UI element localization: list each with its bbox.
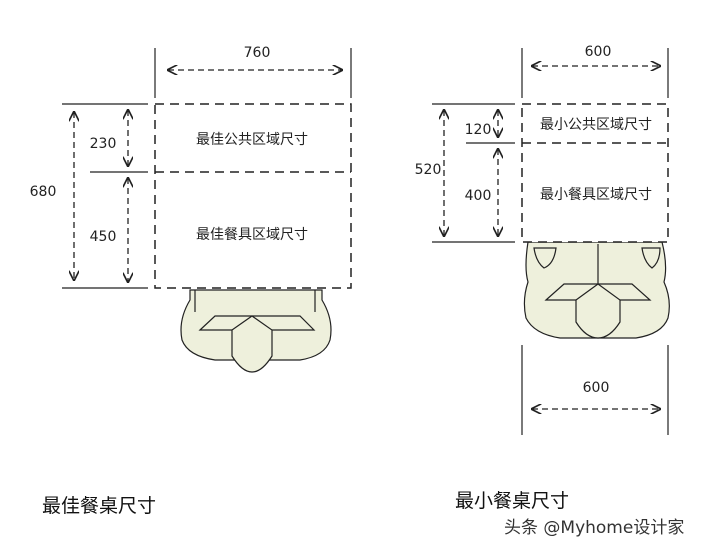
watermark: 头条 @Myhome设计家 [504, 518, 685, 538]
right-chair [523, 241, 670, 339]
left-tableware-zone-label: 最佳餐具区域尺寸 [196, 227, 308, 243]
left-dimension-arrows [74, 70, 342, 282]
right-dimension-arrows [444, 66, 660, 409]
left-total-label: 680 [30, 184, 57, 200]
right-total-label: 520 [415, 162, 442, 178]
right-tableware-label: 400 [465, 188, 492, 204]
left-caption: 最佳餐桌尺寸 [42, 495, 157, 517]
right-caption: 最小餐桌尺寸 [455, 490, 570, 512]
right-extension-lines [432, 48, 669, 435]
left-table-outline [154, 103, 352, 289]
left-chair [180, 289, 332, 373]
right-width-label-top: 600 [585, 44, 612, 60]
right-public-label: 120 [465, 122, 492, 138]
right-public-zone-label: 最小公共区域尺寸 [540, 117, 652, 133]
right-table-outline [521, 103, 669, 243]
left-tableware-label: 450 [90, 229, 117, 245]
left-public-label: 230 [90, 136, 117, 152]
left-public-zone-label: 最佳公共区域尺寸 [196, 132, 308, 148]
right-width-label-bottom: 600 [583, 380, 610, 396]
right-tableware-zone-label: 最小餐具区域尺寸 [540, 187, 652, 203]
left-width-label: 760 [244, 45, 271, 61]
left-extension-lines [62, 48, 352, 289]
